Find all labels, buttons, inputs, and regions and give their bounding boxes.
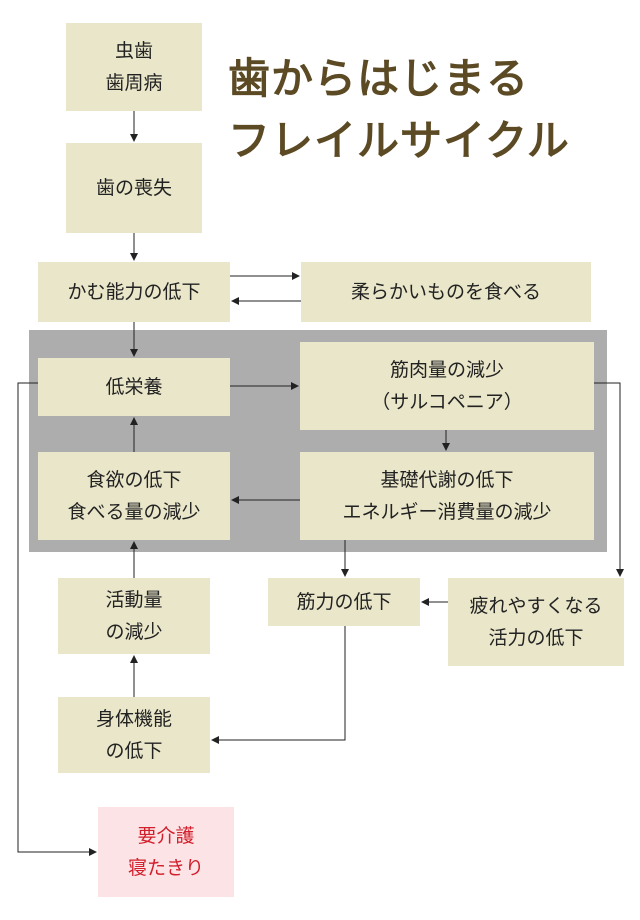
box-metabolism-line-1: 基礎代謝の低下 <box>380 469 514 491</box>
box-muscle-mass: 筋肉量の減少 （サルコペニア） <box>300 342 594 430</box>
arrow-strength-to-physical <box>211 626 346 744</box>
box-muscle-mass-line-2: （サルコペニア） <box>371 391 523 413</box>
box-low-nutrition: 低栄養 <box>38 358 230 416</box>
box-appetite: 食欲の低下 食べる量の減少 <box>38 452 230 540</box>
box-muscle-mass-line-1: 筋肉量の減少 <box>389 359 504 381</box>
arrow-muscle-to-fatigue <box>594 382 624 577</box>
box-physical: 身体機能 の低下 <box>58 697 210 773</box>
box-strength: 筋力の低下 <box>268 578 420 626</box>
box-fatigue: 疲れやすくなる 活力の低下 <box>448 578 624 666</box>
box-cavity-line-2: 歯周病 <box>105 72 163 94</box>
title-line-2: フレイルサイクル <box>228 116 570 165</box>
box-metabolism: 基礎代謝の低下 エネルギー消費量の減少 <box>300 452 594 540</box>
box-metabolism-line-2: エネルギー消費量の減少 <box>342 501 552 523</box>
box-care-line-2: 寝たきり <box>127 857 204 879</box>
box-activity: 活動量 の減少 <box>58 578 210 654</box>
box-cavity: 虫歯 歯周病 <box>66 23 202 111</box>
box-tooth-loss-line-1: 歯の喪失 <box>95 177 172 199</box>
box-activity-line-1: 活動量 <box>105 589 163 611</box>
box-appetite-line-2: 食べる量の減少 <box>67 501 201 523</box>
diagram-title: 歯からはじまる フレイルサイクル <box>228 48 608 172</box>
box-chewing: かむ能力の低下 <box>38 262 230 322</box>
box-soft-food: 柔らかいものを食べる <box>301 262 591 322</box>
box-soft-food-line-1: 柔らかいものを食べる <box>350 281 541 303</box>
box-chewing-line-1: かむ能力の低下 <box>67 281 201 303</box>
box-fatigue-line-2: 活力の低下 <box>488 627 584 649</box>
box-cavity-line-1: 虫歯 <box>114 40 153 62</box>
box-fatigue-line-1: 疲れやすくなる <box>469 595 603 617</box>
box-low-nutrition-line-1: 低栄養 <box>105 376 163 398</box>
box-strength-line-1: 筋力の低下 <box>296 591 392 613</box>
arrow-nutrition-to-care <box>17 382 97 856</box>
box-physical-line-1: 身体機能 <box>95 708 172 730</box>
box-appetite-line-1: 食欲の低下 <box>86 469 182 491</box>
box-tooth-loss: 歯の喪失 <box>66 143 202 233</box>
box-care-line-1: 要介護 <box>137 825 195 847</box>
box-care: 要介護 寝たきり <box>98 807 234 897</box>
box-activity-line-2: の減少 <box>105 621 163 643</box>
title-line-1: 歯からはじまる <box>228 54 530 103</box>
box-physical-line-2: の低下 <box>105 740 163 762</box>
